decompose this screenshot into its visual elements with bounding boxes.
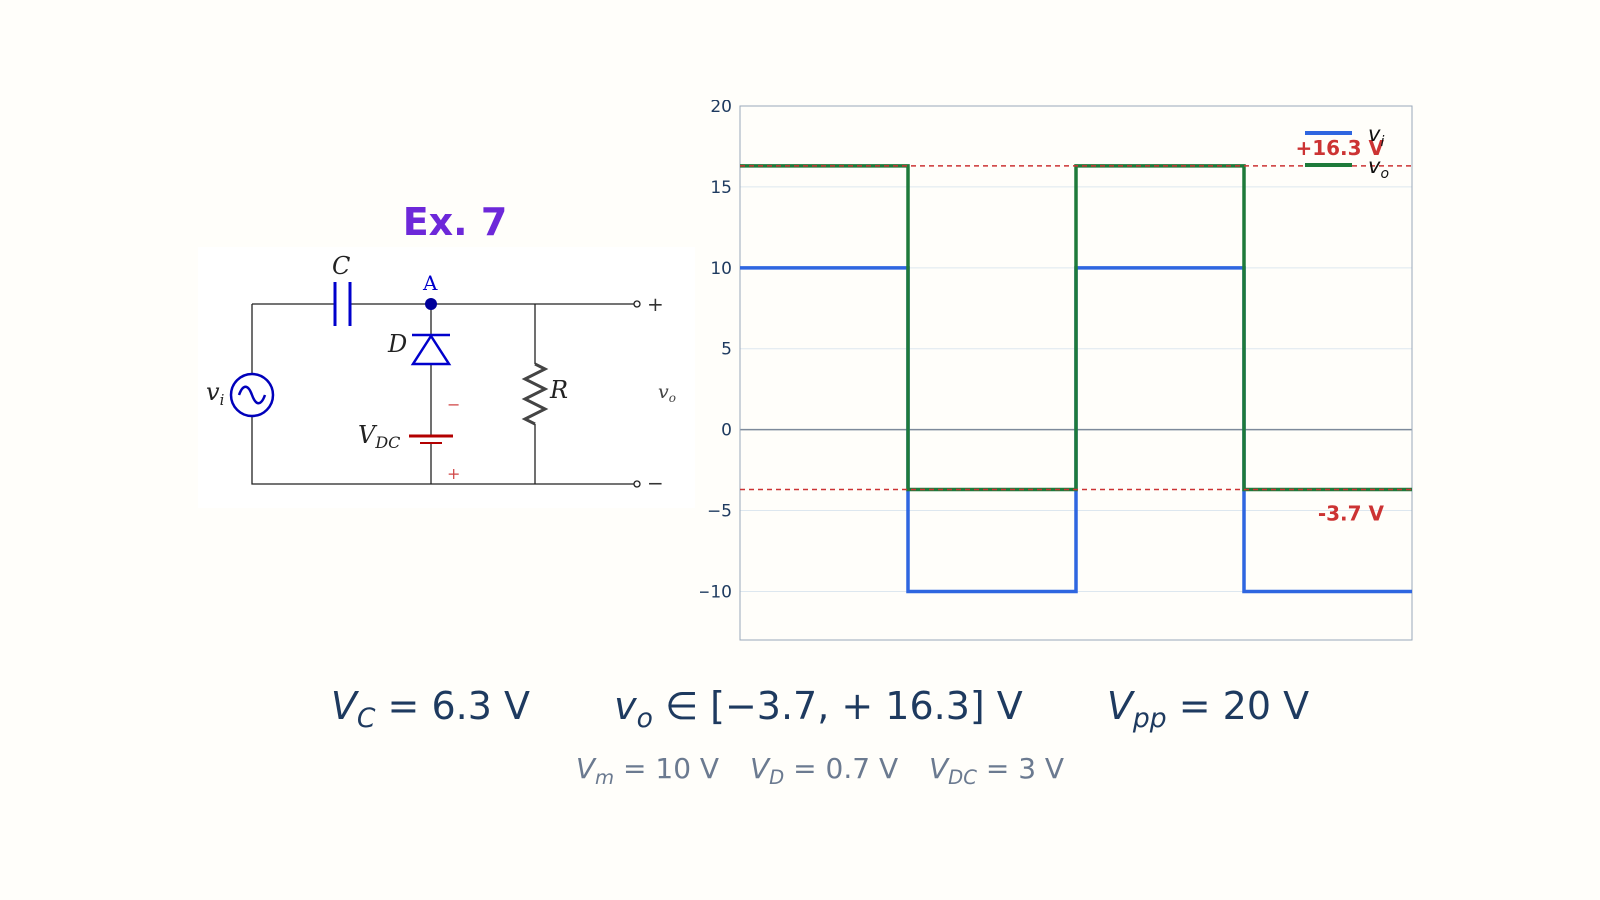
reference-label-upper: +16.3 V [1295, 136, 1384, 160]
param-vd: VD = 0.7 V [750, 752, 899, 789]
result-equations: VC = 6.3 V vo ∈ [−3.7, + 16.3] V Vpp = 2… [0, 684, 1600, 734]
capacitor-label: C [332, 252, 350, 280]
waveform-chart: 20 15 10 5 0 −5 −10 +16.3 V -3.7 V vi vo [696, 97, 1450, 664]
battery [409, 434, 453, 444]
wire-left-bottom [251, 416, 637, 485]
resistor-label: R [549, 376, 568, 404]
y-tick-label: 10 [710, 259, 732, 279]
terminal-plus [633, 300, 641, 308]
resistor [521, 362, 549, 426]
equation-vo-range: vo ∈ [−3.7, + 16.3] V [614, 684, 1023, 734]
terminal-minus [633, 480, 641, 488]
equation-vc: VC = 6.3 V [330, 684, 530, 734]
y-tick-label: 15 [710, 178, 732, 198]
equation-vpp: Vpp = 20 V [1106, 684, 1310, 734]
node-a [425, 298, 437, 310]
y-tick-label: 5 [721, 340, 732, 360]
page-title: Ex. 7 [402, 200, 508, 244]
source-label: v [206, 378, 220, 406]
legend-label: vi [1368, 122, 1384, 150]
capacitor [333, 282, 352, 326]
circuit-diagram: vi C A D VDC − + R vo + − [198, 247, 695, 508]
y-tick-label: −10 [700, 582, 732, 602]
waveform-chart-svg: 20 15 10 5 0 −5 −10 +16.3 V -3.7 V vi vo [696, 97, 1413, 641]
battery-minus-sign: − [447, 395, 460, 414]
source-label-sub: i [220, 391, 225, 409]
y-tick-label: −5 [707, 502, 732, 522]
diode-label: D [387, 330, 407, 358]
svg-text:vi: vi [206, 378, 225, 409]
battery-plus-sign: + [447, 464, 460, 483]
node-a-label: A [422, 271, 438, 295]
battery-label-sub: DC [374, 433, 400, 452]
sine-icon [237, 385, 267, 405]
svg-text:VDC: VDC [358, 421, 400, 452]
legend-label: vo [1368, 154, 1389, 182]
reference-label-lower: -3.7 V [1318, 502, 1385, 526]
diode [410, 333, 452, 366]
plot-frame [739, 105, 1413, 641]
param-vdc: VDC = 3 V [929, 752, 1065, 789]
y-tick-label: 20 [710, 100, 732, 117]
output-minus-label: − [647, 471, 664, 495]
circuit-schematic: vi C A D VDC − + R vo + − [206, 252, 676, 495]
svg-text:vo: vo [658, 381, 676, 405]
output-label-sub: o [669, 391, 676, 405]
series-line-vo [740, 164, 1412, 492]
output-label: v [658, 381, 669, 403]
given-parameters: Vm = 10 V VD = 0.7 V VDC = 3 V [0, 752, 1600, 789]
param-vm: Vm = 10 V [575, 752, 720, 789]
battery-label: V [358, 421, 378, 449]
output-plus-label: + [647, 292, 664, 316]
y-tick-label: 0 [721, 421, 732, 441]
